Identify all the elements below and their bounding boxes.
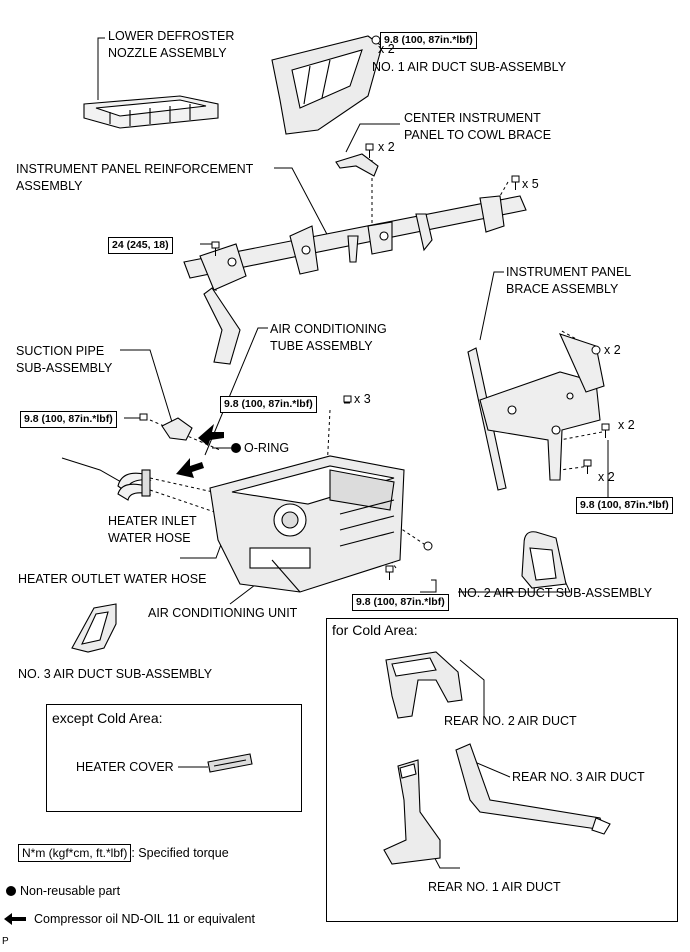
label-lower-defroster: LOWER DEFROSTER NOZZLE ASSEMBLY bbox=[108, 29, 235, 60]
bolt-icon bbox=[365, 143, 374, 158]
torque-spec: 9.8 (100, 87in.*lbf) bbox=[380, 32, 477, 49]
reinforcement-part bbox=[183, 195, 527, 365]
label-rear-no3: REAR NO. 3 AIR DUCT bbox=[512, 770, 645, 784]
suction-pipe-part bbox=[161, 417, 193, 441]
qty-label: x 2 bbox=[598, 470, 615, 484]
nut-icon bbox=[591, 345, 601, 355]
qty-label: x 2 bbox=[604, 343, 621, 357]
except-box-title: except Cold Area: bbox=[52, 710, 163, 726]
label-no2-air-duct: NO. 2 AIR DUCT SUB-ASSEMBLY bbox=[458, 586, 653, 600]
legend-torque-box: N*m (kgf*cm, ft.*lbf) bbox=[18, 844, 132, 862]
heater-cover-part bbox=[207, 753, 253, 773]
leader-lower-defroster bbox=[97, 37, 105, 100]
legend-dot-icon bbox=[6, 886, 16, 896]
lower-defroster-nozzle-part bbox=[83, 95, 219, 129]
label-o-ring: O-RING bbox=[244, 441, 290, 455]
panel-brace-part bbox=[467, 333, 605, 491]
qty-label: x 3 bbox=[354, 392, 371, 406]
qty-label: x 2 bbox=[378, 42, 395, 56]
legend-torque: N*m (kgf*cm, ft.*lbf): Specified torque bbox=[18, 844, 229, 862]
leader-suction-pipe bbox=[120, 349, 173, 423]
bolt-icon bbox=[211, 241, 220, 256]
label-ac-unit: AIR CONDITIONING UNIT bbox=[148, 606, 298, 620]
label-rear-no1: REAR NO. 1 AIR DUCT bbox=[428, 880, 561, 894]
ac-unit-part bbox=[209, 455, 405, 593]
legend-torque-text: : Specified torque bbox=[131, 846, 229, 860]
legend-nonreusable: Non-reusable part bbox=[20, 884, 121, 898]
no3-air-duct-part bbox=[71, 603, 117, 653]
label-reinforcement: INSTRUMENT PANEL REINFORCEMENT ASSEMBLY bbox=[16, 162, 254, 193]
rear-no1-duct-part bbox=[383, 759, 441, 865]
leader-panel-brace bbox=[479, 271, 504, 341]
no2-air-duct-part bbox=[521, 531, 567, 589]
qty-label: x 5 bbox=[522, 177, 539, 191]
torque-spec: 9.8 (100, 87in.*lbf) bbox=[20, 411, 117, 428]
torque-spec: 9.8 (100, 87in.*lbf) bbox=[576, 497, 673, 514]
label-no1-air-duct: NO. 1 AIR DUCT SUB-ASSEMBLY bbox=[372, 60, 567, 74]
qty-label: x 2 bbox=[378, 140, 395, 154]
label-suction-pipe: SUCTION PIPE SUB-ASSEMBLY bbox=[16, 344, 113, 375]
torque-spec: 24 (245, 18) bbox=[108, 237, 173, 254]
except-cold-area-box bbox=[46, 704, 302, 812]
bolt-icon bbox=[139, 413, 148, 421]
center-brace-part bbox=[335, 153, 379, 177]
nut-icon bbox=[423, 541, 433, 551]
legend-arrow-icon bbox=[4, 913, 26, 925]
o-ring-marker-icon bbox=[231, 443, 241, 453]
leader-reinforcement bbox=[274, 167, 331, 241]
leader-heater-outlet bbox=[61, 457, 129, 487]
bolt-icon bbox=[385, 565, 394, 580]
label-center-brace: CENTER INSTRUMENT PANEL TO COWL BRACE bbox=[404, 111, 552, 142]
label-rear-no2: REAR NO. 2 AIR DUCT bbox=[444, 714, 577, 728]
label-no3-air-duct: NO. 3 AIR DUCT SUB-ASSEMBLY bbox=[18, 667, 213, 681]
label-heater-inlet: HEATER INLET WATER HOSE bbox=[108, 514, 197, 545]
bolt-icon bbox=[583, 459, 592, 474]
bolt-icon bbox=[601, 423, 610, 438]
no1-air-duct-part bbox=[271, 35, 383, 135]
rear-no2-duct-part bbox=[385, 651, 463, 719]
cold-area-box bbox=[326, 618, 678, 922]
heater-hose-part bbox=[117, 469, 152, 501]
leader-ac-unit bbox=[229, 584, 256, 605]
label-panel-brace: INSTRUMENT PANEL BRACE ASSEMBLY bbox=[506, 265, 632, 296]
bolt-icon bbox=[511, 175, 520, 190]
bolt-icon bbox=[343, 395, 352, 403]
corner-mark: P bbox=[2, 936, 9, 947]
cold-box-title: for Cold Area: bbox=[332, 622, 418, 638]
legend-oil: Compressor oil ND-OIL 11 or equivalent bbox=[34, 912, 255, 926]
qty-label: x 2 bbox=[618, 418, 635, 432]
torque-spec: 9.8 (100, 87in.*lbf) bbox=[220, 396, 317, 413]
oil-arrow-icon bbox=[176, 424, 224, 478]
label-heater-outlet: HEATER OUTLET WATER HOSE bbox=[18, 572, 207, 586]
label-ac-tube: AIR CONDITIONING TUBE ASSEMBLY bbox=[270, 322, 387, 353]
torque-spec: 9.8 (100, 87in.*lbf) bbox=[352, 594, 449, 611]
leader-rear2 bbox=[459, 659, 485, 716]
label-heater-cover: HEATER COVER bbox=[76, 760, 174, 774]
rear-no3-duct-part bbox=[455, 743, 611, 835]
leader-center-brace bbox=[345, 123, 400, 153]
